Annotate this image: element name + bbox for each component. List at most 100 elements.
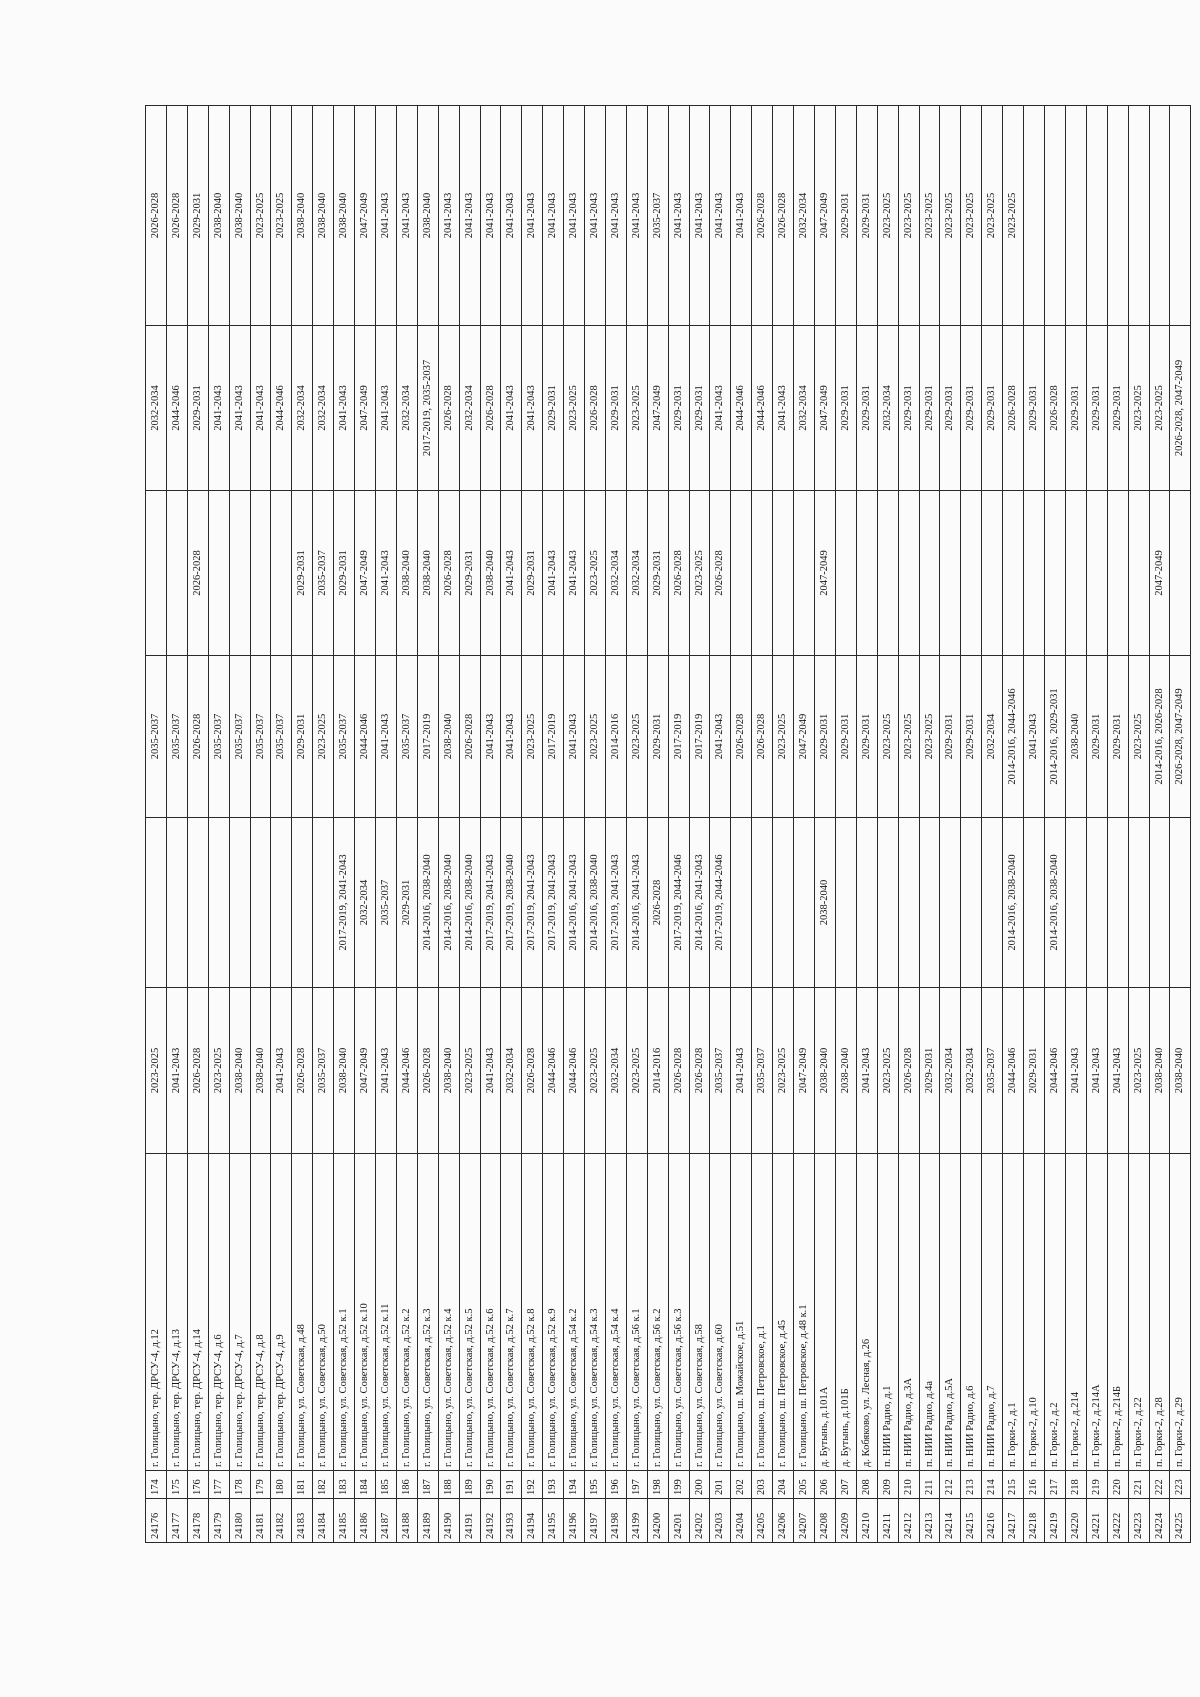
period-cell-5: 2023-2025 bbox=[626, 325, 648, 491]
row-id-cell: 24193 bbox=[500, 1498, 522, 1543]
period-cell-5: 2032-2034 bbox=[312, 325, 334, 491]
period-cell-6: 2026-2028 bbox=[145, 105, 167, 326]
row-number-cell: 206 bbox=[814, 1470, 836, 1499]
row-number-cell: 219 bbox=[1086, 1470, 1108, 1499]
period-cell-1: 2032-2034 bbox=[605, 987, 627, 1154]
period-cell-2 bbox=[1169, 817, 1191, 988]
period-cell-6: 2029-2031 bbox=[835, 105, 857, 326]
period-cell-5: 2047-2049 bbox=[814, 325, 836, 491]
period-cell-6: 2023-2025 bbox=[898, 105, 920, 326]
row-number-cell: 204 bbox=[772, 1470, 794, 1499]
period-cell-5: 2047-2049 bbox=[647, 325, 669, 491]
period-cell-1: 2041-2043 bbox=[166, 987, 188, 1154]
period-cell-4 bbox=[1086, 490, 1108, 656]
row-id-cell: 24190 bbox=[438, 1498, 460, 1543]
row-number-cell: 203 bbox=[751, 1470, 773, 1499]
period-cell-4 bbox=[960, 490, 982, 656]
row-number-cell: 187 bbox=[417, 1470, 439, 1499]
period-cell-5: 2041-2043 bbox=[333, 325, 355, 491]
period-cell-3: 2014-2016, 2029-2031 bbox=[1044, 655, 1066, 818]
period-cell-2: 2035-2037 bbox=[375, 817, 397, 988]
address-cell: п. Горки-2, д.28 bbox=[1149, 1153, 1170, 1471]
period-cell-2: 2038-2040 bbox=[814, 817, 836, 988]
address-cell: п. НИИ Радио, д.4а bbox=[919, 1153, 940, 1471]
period-cell-1: 2047-2049 bbox=[793, 987, 815, 1154]
row-id-cell: 24208 bbox=[814, 1498, 836, 1543]
row-number-cell: 209 bbox=[877, 1470, 899, 1499]
address-cell: г. Голицыно, ш. Петровское, д.48 к.1 bbox=[793, 1153, 815, 1471]
period-cell-1: 2044-2046 bbox=[542, 987, 564, 1154]
period-cell-2: 2017-2019, 2041-2043 bbox=[521, 817, 543, 988]
period-cell-1: 2038-2040 bbox=[229, 987, 251, 1154]
address-cell: г. Голицыно, ул. Советская, д.52 к.11 bbox=[375, 1153, 397, 1471]
period-cell-5: 2023-2025 bbox=[563, 325, 585, 491]
period-cell-2: 2032-2034 bbox=[354, 817, 376, 988]
period-cell-6: 2047-2049 bbox=[814, 105, 836, 326]
period-cell-1: 2023-2025 bbox=[145, 987, 167, 1154]
period-cell-5: 2029-2031 bbox=[1023, 325, 1045, 491]
period-cell-6: 2023-2025 bbox=[250, 105, 271, 326]
period-cell-2: 2029-2031 bbox=[396, 817, 418, 988]
period-cell-1: 2035-2037 bbox=[981, 987, 1003, 1154]
period-cell-1: 2038-2040 bbox=[1149, 987, 1170, 1154]
period-cell-1: 2023-2025 bbox=[772, 987, 794, 1154]
row-number-cell: 184 bbox=[354, 1470, 376, 1499]
row-number-cell: 223 bbox=[1169, 1470, 1191, 1499]
row-id-cell: 24179 bbox=[208, 1498, 230, 1543]
period-cell-4 bbox=[250, 490, 271, 656]
period-cell-1: 2038-2040 bbox=[835, 987, 857, 1154]
period-cell-6: 2041-2043 bbox=[584, 105, 606, 326]
period-cell-6: 2029-2031 bbox=[856, 105, 878, 326]
period-cell-6 bbox=[1086, 105, 1108, 326]
period-cell-4: 2029-2031 bbox=[333, 490, 355, 656]
period-cell-6: 2038-2040 bbox=[312, 105, 334, 326]
period-cell-3: 2023-2025 bbox=[521, 655, 543, 818]
row-id-cell: 24203 bbox=[709, 1498, 731, 1543]
period-cell-2 bbox=[835, 817, 857, 988]
row-number-cell: 210 bbox=[898, 1470, 920, 1499]
period-cell-2 bbox=[229, 817, 251, 988]
row-id-cell: 24180 bbox=[229, 1498, 251, 1543]
period-cell-6: 2041-2043 bbox=[396, 105, 418, 326]
period-cell-3: 2035-2037 bbox=[145, 655, 167, 818]
period-cell-3: 2023-2025 bbox=[626, 655, 648, 818]
address-cell: г. Голицыно, ул. Советская, д.52 к.3 bbox=[417, 1153, 439, 1471]
period-cell-3: 2035-2037 bbox=[270, 655, 292, 818]
address-cell: г. Голицыно, ш. Петровское, д.45 bbox=[772, 1153, 794, 1471]
row-number-cell: 183 bbox=[333, 1470, 355, 1499]
row-number-cell: 220 bbox=[1107, 1470, 1129, 1499]
period-cell-2: 2014-2016, 2038-2040 bbox=[438, 817, 460, 988]
period-cell-3: 2044-2046 bbox=[354, 655, 376, 818]
address-cell: г. Голицыно, ул. Советская, д.48 bbox=[291, 1153, 313, 1471]
address-cell: г. Голицыно, ул. Советская, д.52 к.8 bbox=[521, 1153, 543, 1471]
period-cell-2: 2017-2019, 2044-2046 bbox=[709, 817, 731, 988]
period-cell-1: 2014-2016 bbox=[647, 987, 669, 1154]
row-number-cell: 211 bbox=[919, 1470, 940, 1499]
row-number-cell: 188 bbox=[438, 1470, 460, 1499]
period-cell-3: 2026-2028 bbox=[459, 655, 480, 818]
row-number-cell: 208 bbox=[856, 1470, 878, 1499]
period-cell-6: 2041-2043 bbox=[709, 105, 731, 326]
address-cell: п. НИИ Радио, д.1 bbox=[877, 1153, 899, 1471]
period-cell-3: 2035-2037 bbox=[396, 655, 418, 818]
period-cell-6: 2032-2034 bbox=[793, 105, 815, 326]
address-cell: г. Голицыно, тер. ДРСУ-4, д.14 bbox=[187, 1153, 209, 1471]
address-cell: г. Голицыно, ул. Советская, д.52 к.9 bbox=[542, 1153, 564, 1471]
period-cell-4: 2035-2037 bbox=[312, 490, 334, 656]
row-number-cell: 180 bbox=[270, 1470, 292, 1499]
row-number-cell: 181 bbox=[291, 1470, 313, 1499]
period-cell-2 bbox=[1086, 817, 1108, 988]
row-id-cell: 24202 bbox=[689, 1498, 710, 1543]
